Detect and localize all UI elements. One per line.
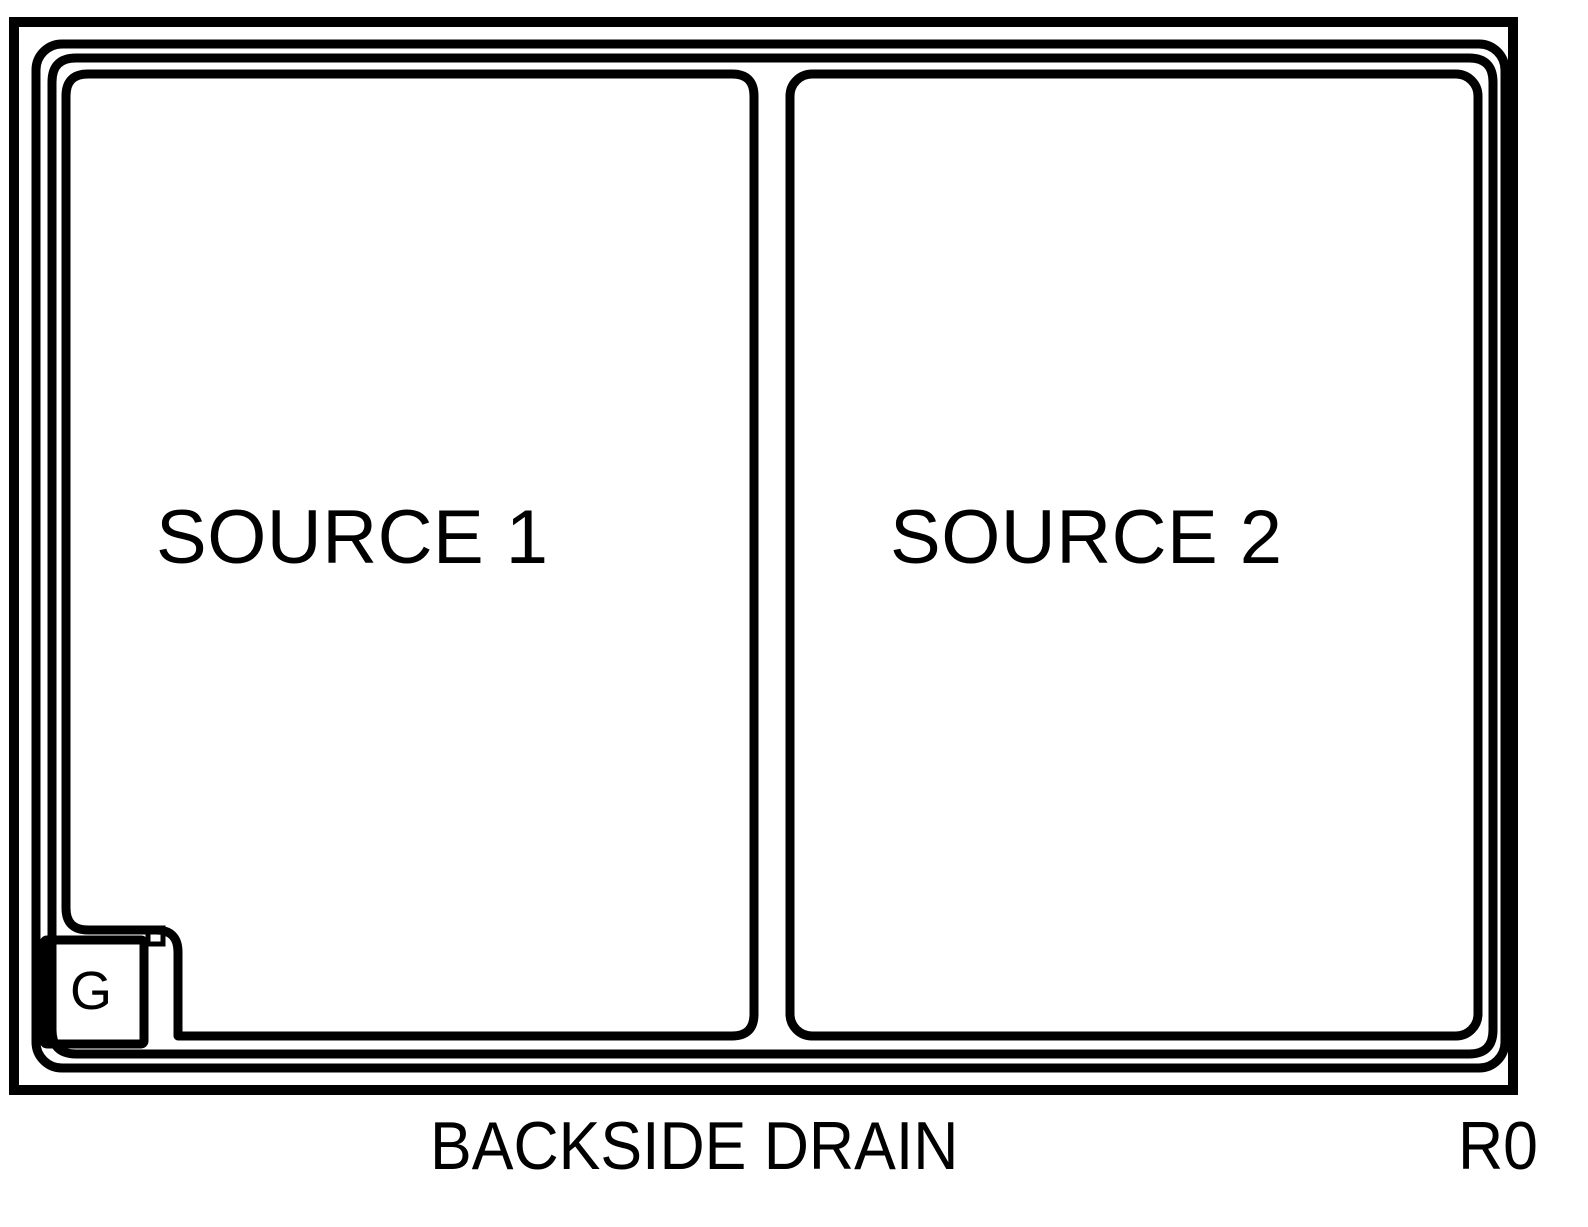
pin1-square-marker-icon — [145, 925, 166, 947]
gate-pad-outline — [39, 935, 149, 1049]
inner-ring-1-outline — [31, 39, 1510, 1073]
package-body-outline — [9, 17, 1518, 1095]
source-pad-outline-2 — [785, 69, 1483, 1041]
inner-ring-2-outline — [47, 53, 1498, 1059]
source-pad-outline-1 — [61, 69, 759, 1041]
